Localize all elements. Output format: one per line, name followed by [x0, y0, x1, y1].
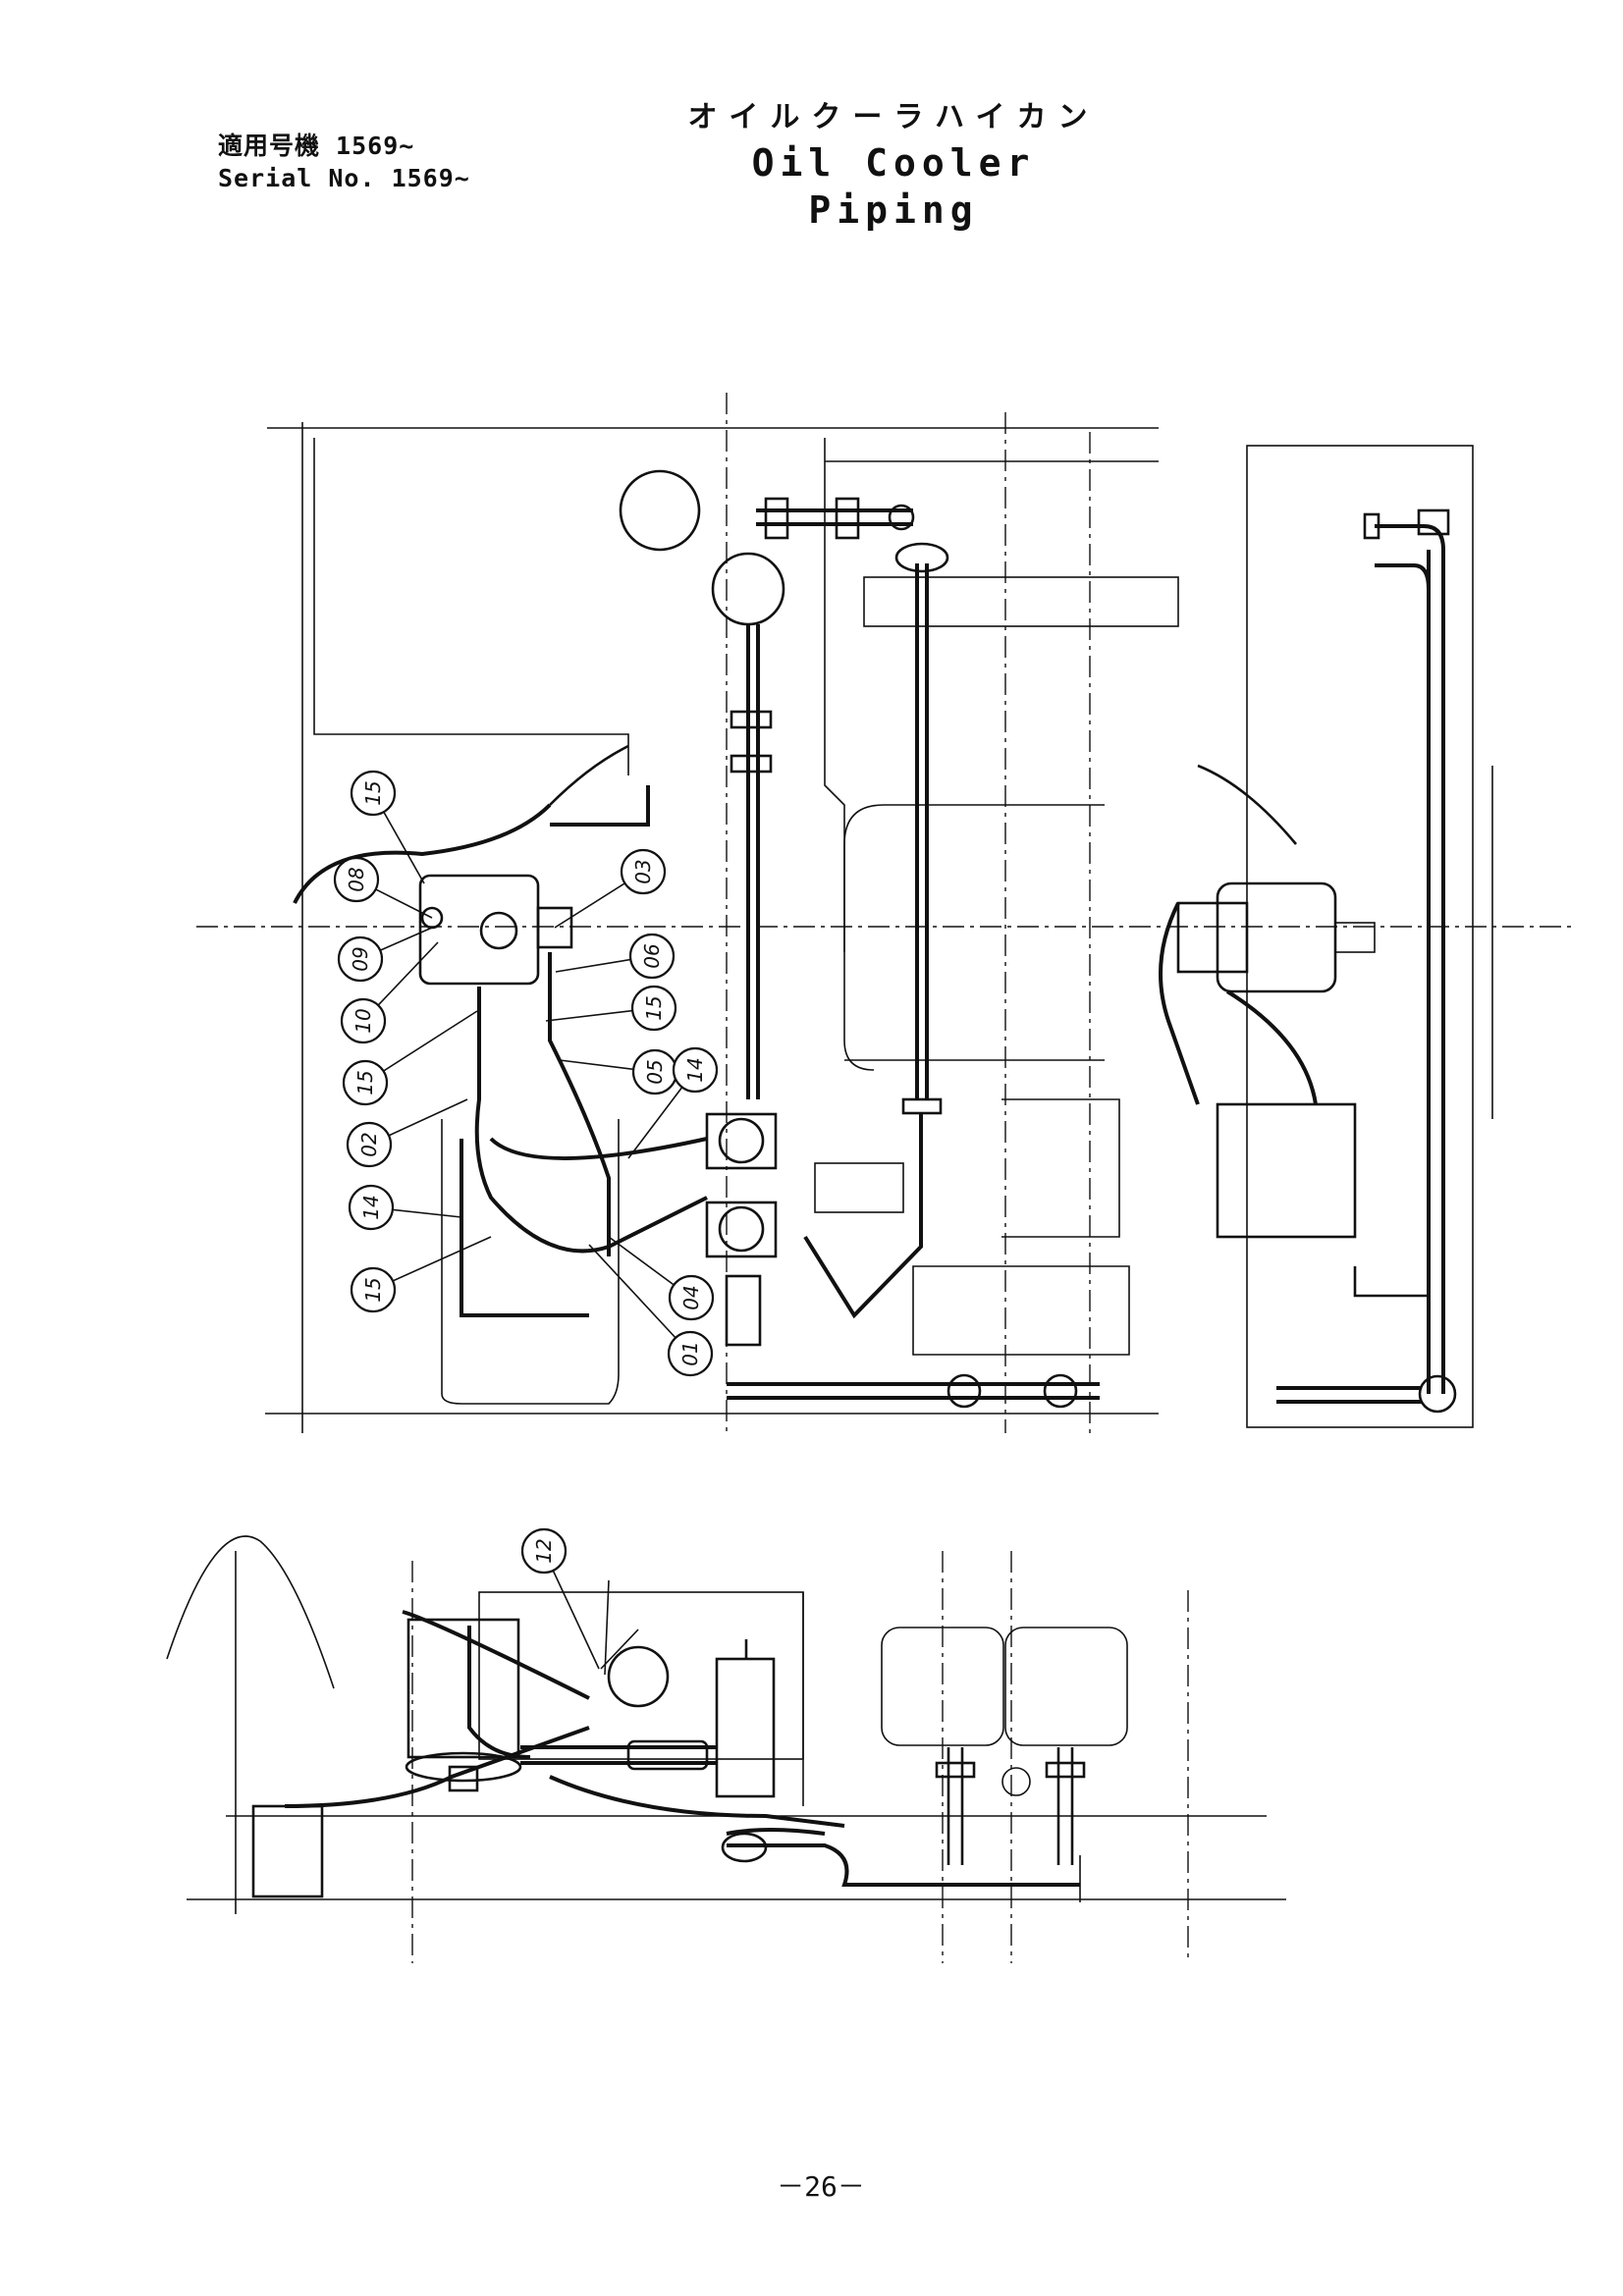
- callout-02: 02: [346, 1098, 468, 1168]
- callout-circle: [342, 1059, 389, 1106]
- callout-15: 15: [545, 985, 677, 1032]
- callout-15: 15: [350, 1236, 492, 1313]
- callout-15: 15: [342, 1010, 478, 1106]
- callout-09: 09: [337, 927, 433, 983]
- callout-05: 05: [559, 1048, 678, 1095]
- callout-layer: 15 08 09 10 15 02 14 15 03 06 15 05 14 04 01 12: [333, 770, 719, 1670]
- tank-circle-upper: [619, 469, 701, 552]
- callout-circle: [620, 848, 667, 895]
- callout-12: 12: [520, 1527, 600, 1670]
- callout-circle: [672, 1046, 719, 1094]
- callout-circle: [520, 1527, 568, 1575]
- callout-label: 12: [532, 1538, 556, 1563]
- callout-15: 15: [350, 770, 425, 884]
- plan-view: [196, 393, 1571, 1433]
- callout-circle: [348, 1184, 395, 1231]
- callout-label: 15: [642, 995, 666, 1020]
- callout-label: 14: [683, 1057, 707, 1082]
- callout-label: 03: [631, 859, 655, 883]
- callout-10: 10: [340, 941, 439, 1044]
- page-number: －26－: [777, 2170, 865, 2203]
- callout-circle: [667, 1330, 714, 1377]
- tank-circle-lower: [711, 552, 785, 626]
- callout-08: 08: [333, 856, 433, 919]
- callout-14: 14: [627, 1046, 719, 1159]
- callout-label: 02: [357, 1132, 381, 1156]
- callout-01: 01: [588, 1244, 714, 1377]
- title-en: Oil Cooler Piping: [751, 141, 1036, 232]
- callout-04: 04: [608, 1236, 715, 1321]
- callout-label: 05: [643, 1059, 667, 1084]
- callout-label: 06: [640, 943, 664, 968]
- callout-circle: [668, 1274, 715, 1321]
- callout-label: 15: [361, 780, 385, 805]
- callout-label: 08: [345, 867, 368, 891]
- callout-label: 15: [361, 1277, 385, 1302]
- drawing-title: オイルクーラハイカン Oil Cooler Piping: [668, 96, 1119, 234]
- callout-03: 03: [554, 848, 667, 929]
- callout-circle: [628, 933, 676, 980]
- callout-label: 01: [678, 1341, 702, 1365]
- callout-circle: [340, 997, 387, 1044]
- side-view: [166, 1535, 1286, 1963]
- callout-06: 06: [555, 933, 676, 980]
- serial-jp: 適用号機 1569~: [218, 132, 415, 160]
- serial-en: Serial No. 1569~: [218, 164, 470, 192]
- callout-label: 09: [349, 946, 372, 971]
- title-jp: オイルクーラハイカン: [687, 100, 1100, 134]
- callout-circle: [350, 770, 397, 817]
- callout-14: 14: [348, 1184, 462, 1231]
- callout-label: 15: [353, 1070, 377, 1095]
- callout-circle: [630, 985, 677, 1032]
- callout-leader: [588, 1244, 691, 1355]
- callout-label: 04: [679, 1285, 703, 1309]
- callout-circle: [333, 856, 380, 903]
- serial-applicability: 適用号機 1569~ Serial No. 1569~: [218, 130, 470, 194]
- callout-circle: [337, 935, 384, 983]
- callout-circle: [350, 1266, 397, 1313]
- callout-circle: [346, 1121, 393, 1168]
- callout-label: 14: [359, 1195, 383, 1219]
- callout-label: 10: [352, 1008, 375, 1033]
